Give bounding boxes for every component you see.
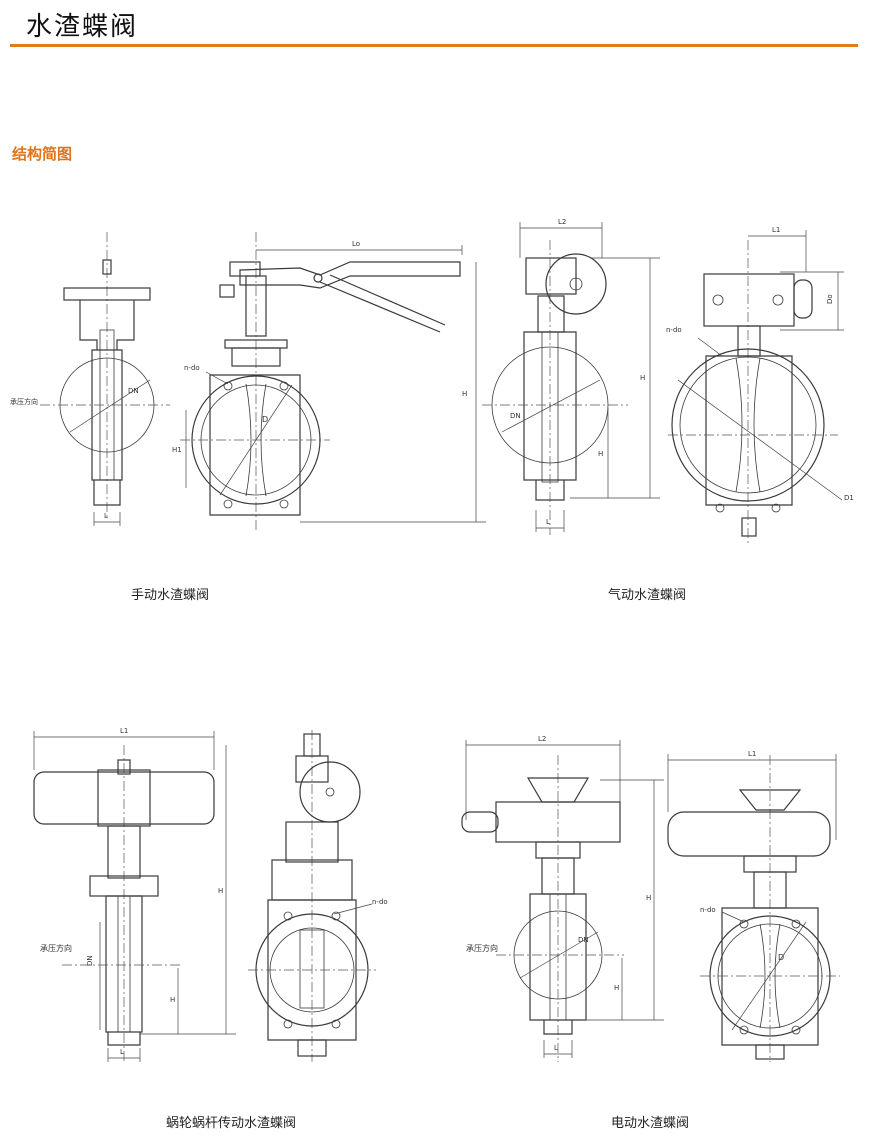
h1-label-4: H <box>614 984 619 992</box>
caption-electric-valve: 电动水渣蝶阀 <box>611 1116 690 1131</box>
caption-worm-gear-valve: 蜗轮蜗杆传动水渣蝶阀 <box>166 1116 297 1131</box>
pressure-direction-label-3: 承压方向 <box>40 943 72 953</box>
h1-label-1: H1 <box>172 446 182 454</box>
pressure-direction-label-1: 承压方向 <box>10 397 38 406</box>
h1-label-3: H <box>170 996 175 1004</box>
do-label-2: Do <box>826 294 834 304</box>
d-label-1: D <box>262 415 268 424</box>
dn-label-1: DN <box>128 387 139 395</box>
worm-gear-valve-front-view <box>248 730 376 1062</box>
l-label-3: L <box>120 1048 124 1056</box>
d-label-4: D <box>778 953 784 962</box>
l1-label-3: L1 <box>120 727 128 735</box>
l1-label-4: L1 <box>748 750 756 758</box>
pressure-direction-label-4: 承压方向 <box>466 943 498 953</box>
electric-valve-front-view <box>667 754 840 1062</box>
l1-label-2: L1 <box>772 226 780 234</box>
l2-label-4: L2 <box>538 735 546 743</box>
h-label-4: H <box>646 894 651 902</box>
dn-label-2: DN <box>510 412 521 420</box>
l-label-2: L <box>546 518 550 526</box>
d1-label-2: D1 <box>844 494 854 502</box>
h-label-1: H <box>462 390 467 398</box>
section-title: 结构简图 <box>12 145 73 163</box>
title-underline <box>10 44 858 47</box>
electric-valve-side-view <box>461 740 664 1062</box>
h-label-2: H <box>640 374 645 382</box>
h-label-3: H <box>218 887 223 895</box>
manual-valve-front-view <box>180 232 486 530</box>
page-title: 水渣蝶阀 <box>26 12 139 42</box>
worm-gear-valve-side-view <box>33 731 236 1062</box>
nd-label-2: n-do <box>666 326 682 334</box>
pneumatic-valve-side-view <box>482 222 660 535</box>
dn-label-3: DN <box>86 955 94 966</box>
pneumatic-valve-front-view <box>668 230 844 545</box>
nd-label-1: n-do <box>184 364 200 372</box>
caption-manual-valve: 手动水渣蝶阀 <box>131 588 210 603</box>
caption-pneumatic-valve: 气动水渣蝶阀 <box>608 588 687 603</box>
l-label-4: L <box>554 1044 558 1052</box>
lo-label: Lo <box>352 240 360 248</box>
nd-label-3: n-do <box>372 898 388 906</box>
dn-label-4: DN <box>578 936 589 944</box>
l-label-1: L <box>104 512 108 520</box>
l2-label-2: L2 <box>558 218 566 226</box>
h1-label-2: H <box>598 450 603 458</box>
nd-label-4: n-do <box>700 906 716 914</box>
manual-valve-side-view <box>40 232 170 526</box>
